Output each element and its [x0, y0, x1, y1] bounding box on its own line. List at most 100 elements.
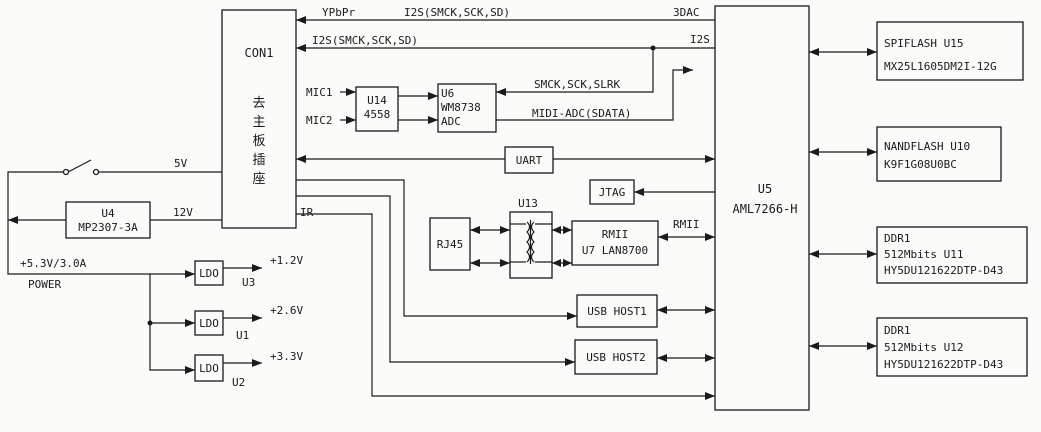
arrowhead: [296, 44, 306, 52]
arrowhead: [185, 366, 195, 374]
u4-box: [65, 201, 151, 239]
ddr-u12-line2: 512Mbits U12: [884, 341, 963, 354]
usb-host2-box: [574, 339, 658, 375]
u13-ref: U13: [518, 197, 538, 210]
uart-box: [504, 146, 554, 174]
label-smck: SMCK,SCK,SLRK: [534, 78, 620, 91]
wire-con1-usb1: [296, 179, 577, 317]
arrowhead: [563, 226, 572, 234]
transformer-coil-right: [530, 221, 535, 263]
arrowhead: [470, 226, 480, 234]
arrowhead: [252, 264, 262, 272]
label-mic1: MIC1: [306, 86, 333, 99]
usb-host2-label: USB HOST2: [586, 351, 646, 364]
con1-desc-1: 去: [252, 96, 265, 111]
arrowhead: [867, 148, 877, 156]
arrowhead: [552, 226, 561, 234]
u6-ref: U6: [441, 87, 454, 100]
arrowhead: [634, 188, 644, 196]
usb-host1-label: USB HOST1: [587, 305, 647, 318]
label-5v: 5V: [174, 157, 188, 170]
ddr-u12-line3: HY5DU121622DTP-D43: [884, 358, 1003, 371]
label-i2s: I2S: [690, 33, 710, 46]
u4-part: MP2307-3A: [78, 221, 138, 234]
nandflash-line2: K9F1G08U0BC: [884, 158, 957, 171]
wire-ldo-bus: [149, 274, 195, 371]
ldo-u3-box: [194, 260, 224, 286]
arrowhead: [809, 342, 819, 350]
u6-sub: ADC: [441, 115, 461, 128]
label-mic2: MIC2: [306, 114, 333, 127]
ldo-u3-ref: U3: [242, 276, 255, 289]
u14-box: [355, 86, 399, 132]
wire-i2s-to-u6: [496, 48, 654, 93]
junction-dot: [147, 320, 153, 326]
arrowhead: [705, 306, 715, 314]
arrowhead: [470, 259, 480, 267]
label-3dac: 3DAC: [673, 6, 700, 19]
ldo-u2-box: [194, 354, 224, 382]
rj45-box: [429, 217, 471, 271]
switch-contact: [92, 168, 100, 176]
arrowhead: [658, 233, 668, 241]
u7-box: [571, 220, 659, 266]
con1-label: CON1: [245, 46, 274, 60]
ddr-u11-box: [876, 226, 1028, 284]
con1-desc-3: 板: [252, 134, 265, 149]
u7-line1: RMII: [602, 228, 629, 241]
arrowhead: [705, 392, 715, 400]
usb-host1-box: [576, 294, 658, 328]
arrowhead: [252, 359, 262, 367]
label-i2s-mid: I2S(SMCK,SCK,SD): [312, 34, 418, 47]
label-rail-1v2: +1.2V: [270, 254, 303, 267]
arrowhead: [657, 306, 667, 314]
ldo-u1-label: LDO: [199, 317, 219, 330]
switch-contact: [62, 168, 70, 176]
arrowhead: [809, 148, 819, 156]
nandflash-line1: NANDFLASH U10: [884, 140, 970, 153]
u5-box: [714, 5, 810, 411]
power-switch: [67, 159, 92, 173]
con1-desc-4: 插: [252, 153, 265, 168]
transformer-coil-left: [526, 221, 531, 263]
u7-line2: U7 LAN8700: [582, 244, 648, 257]
arrowhead: [185, 319, 195, 327]
arrowhead: [185, 270, 195, 278]
wire-power-main: [7, 171, 150, 275]
arrowhead: [252, 314, 262, 322]
arrowhead: [552, 259, 561, 267]
arrowhead: [705, 155, 715, 163]
u6-part: WM8738: [441, 101, 481, 114]
arrowhead: [867, 250, 877, 258]
spiflash-box: [876, 21, 1024, 81]
arrowhead: [809, 48, 819, 56]
label-midi: MIDI-ADC(SDATA): [532, 107, 631, 120]
arrowhead: [705, 233, 715, 241]
u14-ref: U14: [367, 94, 387, 107]
jtag-label: JTAG: [599, 186, 626, 199]
spiflash-line2: MX25L1605DM2I-12G: [884, 60, 997, 73]
ddr-u11-line2: 512Mbits U11: [884, 248, 963, 261]
arrowhead: [8, 216, 18, 224]
wire-con1-usb2: [296, 195, 575, 363]
label-ypbpr: YPbPr: [322, 6, 355, 19]
spiflash-line1: SPIFLASH U15: [884, 37, 963, 50]
arrowhead: [567, 312, 577, 320]
u14-part: 4558: [364, 108, 391, 121]
arrowhead: [657, 354, 667, 362]
label-rail-3v3: +3.3V: [270, 350, 303, 363]
u5-ref: U5: [758, 182, 772, 196]
label-power-input: +5.3V/3.0A: [20, 257, 87, 270]
arrowhead: [428, 116, 438, 124]
arrowhead: [867, 342, 877, 350]
arrowhead: [346, 88, 356, 96]
arrowhead: [683, 66, 693, 74]
uart-label: UART: [516, 154, 543, 167]
con1-desc-2: 主: [252, 115, 265, 130]
label-rmii: RMII: [673, 218, 700, 231]
rj45-label: RJ45: [437, 238, 464, 251]
ldo-u1-ref: U1: [236, 329, 249, 342]
arrowhead: [500, 259, 510, 267]
